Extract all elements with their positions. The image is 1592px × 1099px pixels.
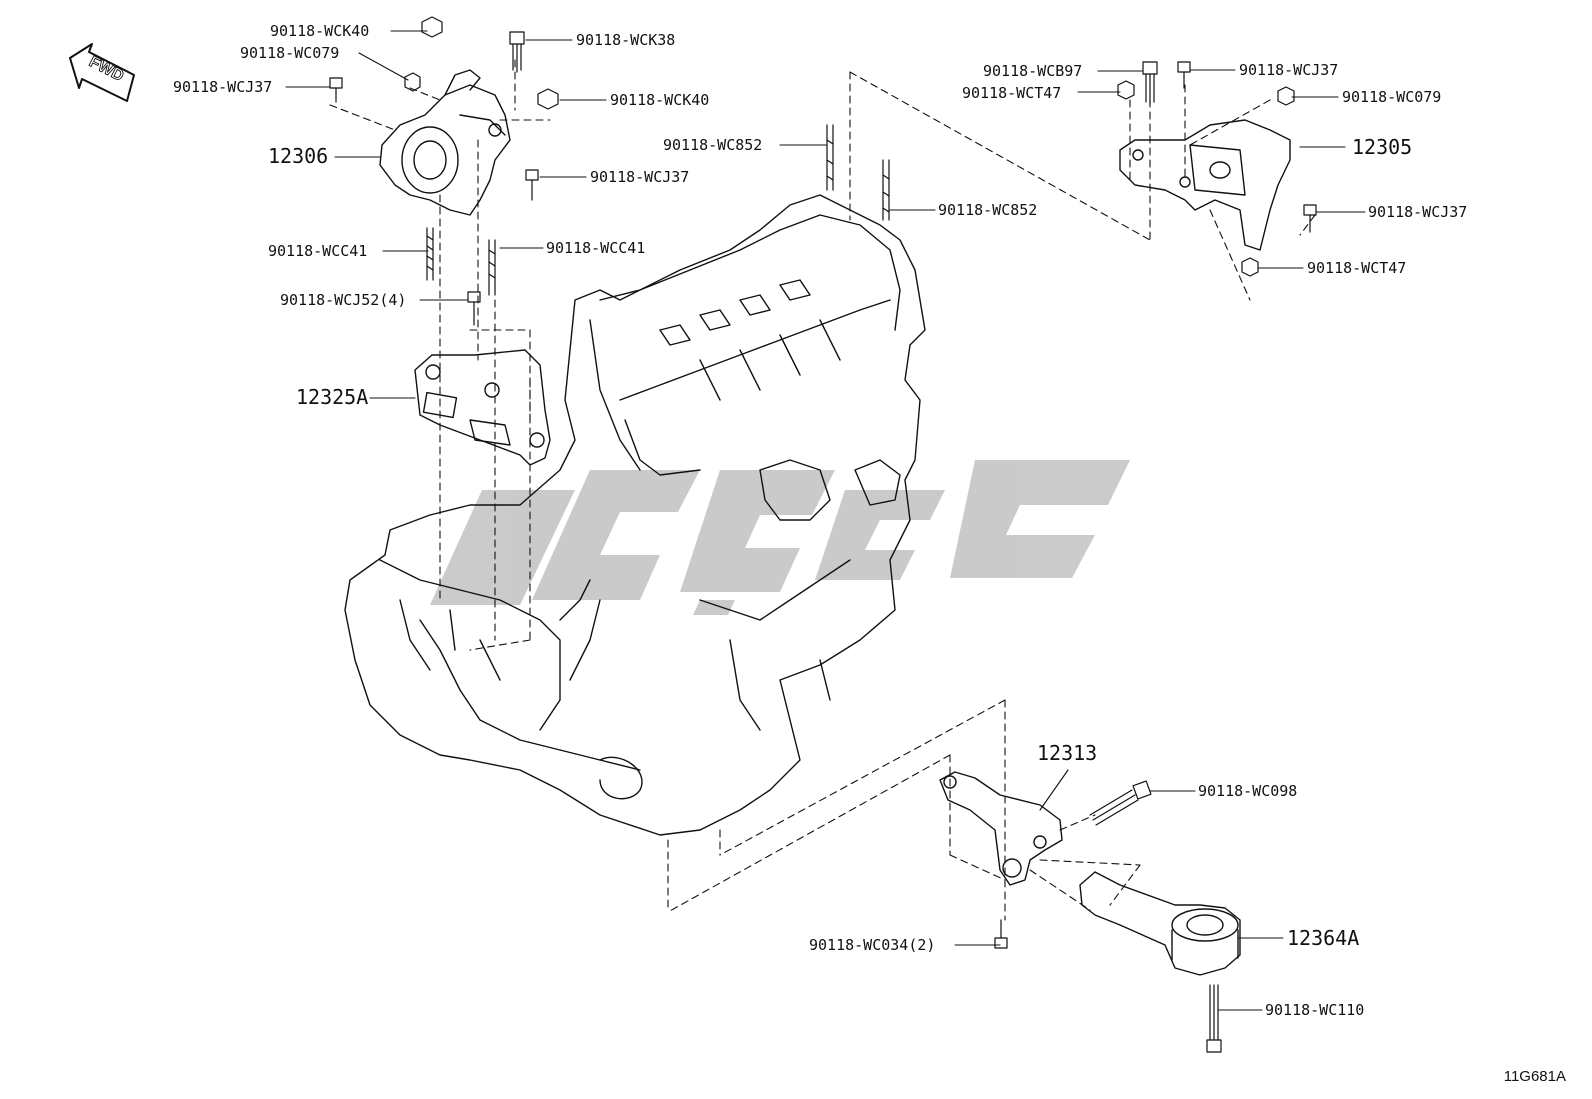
bolt-icon bbox=[467, 291, 481, 326]
stud-icon bbox=[826, 124, 834, 191]
bolt-icon bbox=[1303, 204, 1317, 233]
part-12313-bracket bbox=[939, 771, 1063, 886]
part-12325a-bracket bbox=[414, 349, 551, 466]
label-90118-wc098: 90118-WC098 bbox=[1198, 782, 1298, 800]
engine-transaxle-block bbox=[344, 194, 926, 836]
label-90118-wct47-top: 90118-WCT47 bbox=[962, 84, 1062, 102]
nut-icon bbox=[421, 16, 443, 38]
label-90118-wck40-top: 90118-WCK40 bbox=[270, 22, 370, 40]
part-12305-mount bbox=[1119, 119, 1291, 251]
label-90118-wc079-left: 90118-WC079 bbox=[240, 44, 340, 62]
bolt-icon bbox=[1142, 61, 1158, 105]
label-90118-wcc41-left: 90118-WCC41 bbox=[268, 242, 368, 260]
label-90118-wcj37-right: 90118-WCJ37 bbox=[1368, 203, 1468, 221]
bolt-icon bbox=[1177, 61, 1191, 89]
leader-lines bbox=[285, 30, 1366, 1011]
label-12306: 12306 bbox=[268, 144, 329, 168]
bolt-icon bbox=[329, 77, 343, 103]
stud-icon bbox=[882, 159, 890, 221]
watermark-logo bbox=[430, 460, 1130, 615]
label-12325a: 12325A bbox=[296, 385, 369, 409]
label-90118-wc079-right: 90118-WC079 bbox=[1342, 88, 1442, 106]
bolt-icon bbox=[525, 169, 539, 201]
label-90118-wcb97: 90118-WCB97 bbox=[983, 62, 1083, 80]
label-12364a: 12364A bbox=[1287, 926, 1360, 950]
fwd-arrow-label: FWD bbox=[86, 53, 126, 85]
label-90118-wcj37-left: 90118-WCJ37 bbox=[173, 78, 273, 96]
label-12313: 12313 bbox=[1037, 741, 1098, 765]
label-90118-wct47-right: 90118-WCT47 bbox=[1307, 259, 1407, 277]
part-12306-engine-mount bbox=[379, 69, 511, 216]
fastener-icons bbox=[329, 16, 1317, 1053]
label-90118-wc034: 90118-WC034(2) bbox=[809, 936, 936, 954]
dashed-guide-lines bbox=[329, 59, 1316, 921]
label-90118-wcc41-right: 90118-WCC41 bbox=[546, 239, 646, 257]
label-12305: 12305 bbox=[1352, 135, 1413, 159]
stud-icon bbox=[488, 239, 496, 296]
diagram-reference-code: 11G681A bbox=[1503, 1068, 1566, 1085]
label-90118-wcj37-right-top: 90118-WCJ37 bbox=[1239, 61, 1339, 79]
label-90118-wck38: 90118-WCK38 bbox=[576, 31, 676, 49]
nut-icon bbox=[404, 72, 421, 92]
label-90118-wcj52: 90118-WCJ52(4) bbox=[280, 291, 407, 309]
label-90118-wc110: 90118-WC110 bbox=[1265, 1001, 1365, 1019]
label-90118-wc852-right: 90118-WC852 bbox=[938, 201, 1038, 219]
part-12364a-torque-rod bbox=[1079, 871, 1241, 976]
fwd-arrow-icon: FWD bbox=[69, 43, 135, 102]
bolt-icon bbox=[994, 919, 1008, 949]
bolt-icon bbox=[1089, 780, 1152, 826]
nut-icon bbox=[1117, 80, 1135, 100]
nut-icon bbox=[1241, 257, 1259, 277]
label-90118-wcj37-center: 90118-WCJ37 bbox=[590, 168, 690, 186]
bolt-icon bbox=[509, 31, 525, 73]
label-90118-wc852-left: 90118-WC852 bbox=[663, 136, 763, 154]
label-90118-wck40-mid: 90118-WCK40 bbox=[610, 91, 710, 109]
bolt-icon bbox=[1206, 984, 1222, 1053]
nut-icon bbox=[537, 88, 559, 110]
nut-icon bbox=[1277, 86, 1295, 106]
stud-icon bbox=[426, 227, 434, 281]
